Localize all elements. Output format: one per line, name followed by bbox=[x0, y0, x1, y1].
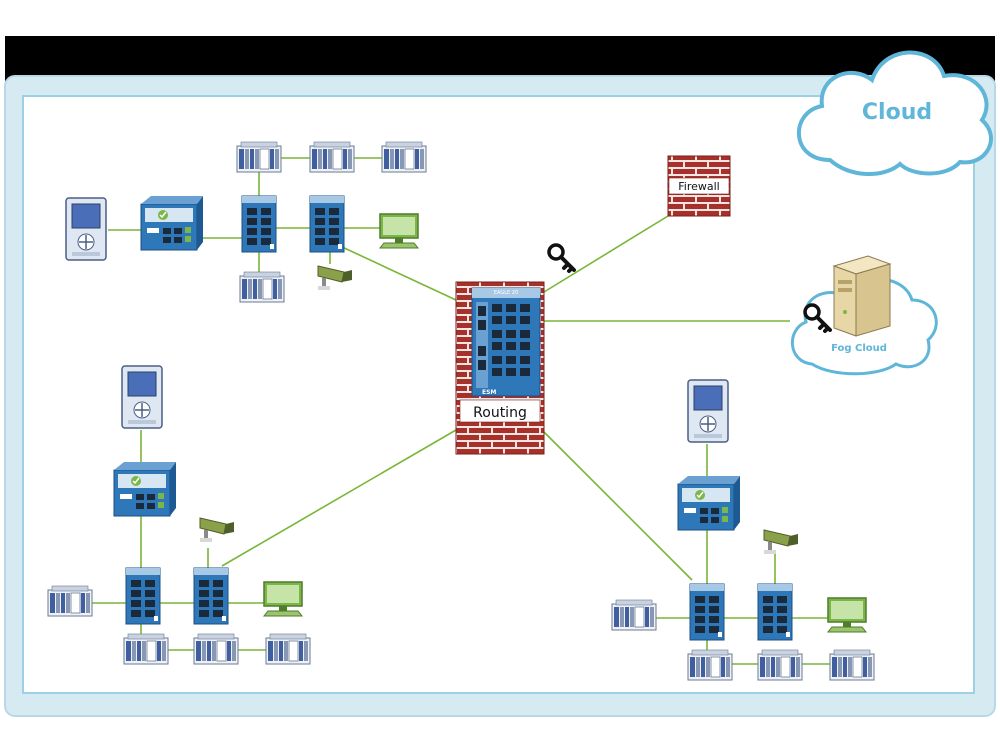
plc-rack-icon bbox=[47, 585, 93, 617]
connection-lines bbox=[90, 157, 830, 665]
firewall-label: Firewall bbox=[678, 180, 719, 193]
plc-rack-icon bbox=[239, 271, 285, 303]
cloud-label: Cloud bbox=[862, 100, 932, 125]
plc-rack-icon bbox=[309, 141, 355, 173]
routing-label: Routing bbox=[473, 405, 527, 421]
plc-rack-icon bbox=[757, 649, 803, 681]
firewall-wall bbox=[667, 155, 731, 217]
hmi-panel-icon bbox=[65, 197, 107, 261]
security-gateway-icon bbox=[113, 461, 177, 517]
plc-rack-icon bbox=[687, 649, 733, 681]
routing-firewall bbox=[455, 281, 545, 455]
router-model-label: EAGLE 20 bbox=[494, 290, 518, 296]
ethernet-switch-icon bbox=[241, 195, 277, 253]
cloud-shape bbox=[796, 50, 993, 176]
ethernet-switch-icon bbox=[193, 567, 229, 625]
pc-monitor-icon bbox=[827, 597, 867, 633]
plc-rack-icon bbox=[611, 599, 657, 631]
ethernet-switch-icon bbox=[309, 195, 345, 253]
ethernet-switch-icon bbox=[757, 583, 793, 641]
server-tower-icon bbox=[832, 255, 892, 337]
hmi-panel-icon bbox=[121, 365, 163, 429]
router-brand-label: ESM bbox=[482, 389, 496, 396]
plc-rack-icon bbox=[265, 633, 311, 665]
plc-rack-icon bbox=[123, 633, 169, 665]
plc-rack-icon bbox=[236, 141, 282, 173]
plc-rack-icon bbox=[381, 141, 427, 173]
fog-cloud-label: Fog Cloud bbox=[831, 343, 887, 354]
security-gateway-icon bbox=[677, 475, 741, 531]
routing-switch-icon bbox=[471, 287, 541, 397]
ethernet-switch-icon bbox=[689, 583, 725, 641]
pc-monitor-icon bbox=[379, 213, 419, 249]
ethernet-switch-icon bbox=[125, 567, 161, 625]
plc-rack-icon bbox=[193, 633, 239, 665]
pc-monitor-icon bbox=[263, 581, 303, 617]
hmi-panel-icon bbox=[687, 379, 729, 443]
plc-rack-icon bbox=[829, 649, 875, 681]
security-gateway-icon bbox=[140, 195, 204, 251]
